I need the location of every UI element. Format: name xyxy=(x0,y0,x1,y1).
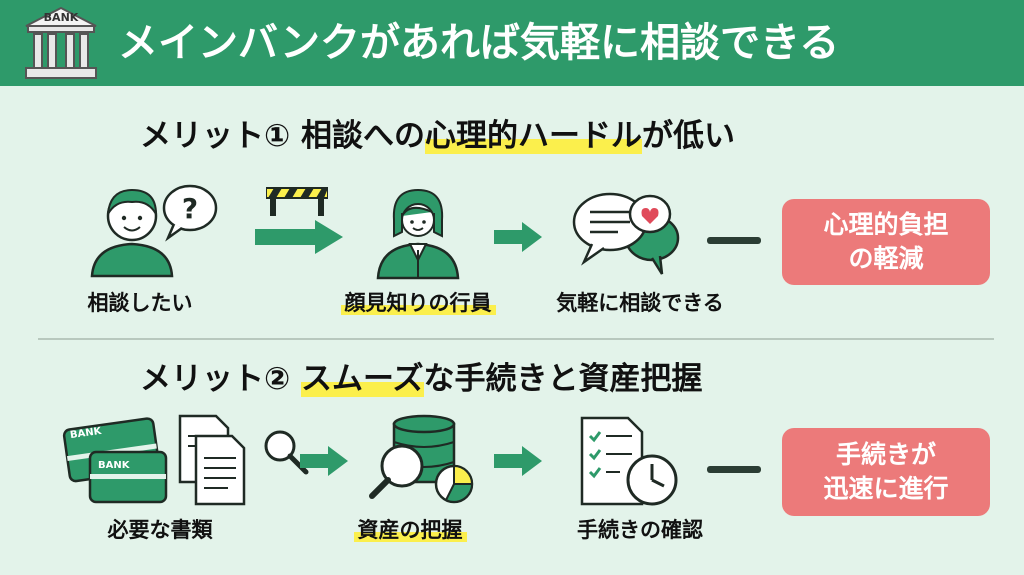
magnifier-icon xyxy=(262,428,312,476)
merit2-step-label-wrap: 資産の把握 xyxy=(330,515,490,545)
card-text: BANK xyxy=(98,460,130,471)
merit2-result-line1: 手続きが xyxy=(835,440,936,469)
section-divider xyxy=(38,338,994,340)
merit1-step-label: 気軽に相談できる xyxy=(556,291,724,315)
arrow-right-icon xyxy=(300,446,350,476)
svg-text:?: ? xyxy=(182,192,198,225)
barrier-icon xyxy=(266,182,328,218)
merit2-result-box: 手続きが 迅速に進行 xyxy=(782,428,990,516)
merit1-result-box: 心理的負担 の軽減 xyxy=(782,199,990,285)
chat-heart-icon xyxy=(570,186,680,280)
merit1-step-label-wrap: 顔見知りの行員 xyxy=(308,288,528,318)
checklist-clock-icon xyxy=(578,414,682,510)
merit1-step-label: 顔見知りの行員 xyxy=(340,291,496,315)
result-dash xyxy=(707,237,761,244)
merit1-result-line2: の軽減 xyxy=(848,244,924,273)
merit1-title-suffix: が低い xyxy=(642,118,736,154)
merit2-step-label: 資産の把握 xyxy=(353,518,467,542)
page-title: メインバンクがあれば気軽に相談できる xyxy=(118,20,840,66)
arrow-right-icon xyxy=(255,220,345,254)
merit2-title-prefix: メリット② xyxy=(140,361,302,397)
merit1-title-prefix: メリット① 相談への xyxy=(140,118,426,154)
header-banner xyxy=(0,0,1024,86)
staff-person-icon xyxy=(374,180,462,280)
merit2-title-highlight: スムーズ xyxy=(301,361,424,397)
merit1-result-line1: 心理的負担 xyxy=(823,210,949,239)
merit2-step-label: 手続きの確認 xyxy=(577,518,703,542)
merit1-title: メリット① 相談への心理的ハードルが低い xyxy=(140,112,735,160)
merit1-title-highlight: 心理的ハードル xyxy=(425,118,643,154)
database-chart-icon xyxy=(366,414,476,510)
person-question-icon: ? xyxy=(86,180,226,280)
result-dash xyxy=(707,466,761,473)
arrow-right-icon xyxy=(494,222,544,252)
arrow-right-icon xyxy=(494,446,544,476)
merit2-step-label: 必要な書類 xyxy=(107,518,213,542)
card-icon xyxy=(60,416,170,510)
merit2-title: メリット② スムーズな手続きと資産把握 xyxy=(140,355,703,403)
bank-icon xyxy=(22,6,100,82)
merit1-step-label: 相談したい xyxy=(87,291,193,315)
bank-logo-text: BANK xyxy=(43,11,79,24)
merit2-result-line2: 迅速に進行 xyxy=(823,474,949,503)
merit2-title-suffix: な手続きと資産把握 xyxy=(423,361,703,397)
documents-icon xyxy=(176,412,250,508)
